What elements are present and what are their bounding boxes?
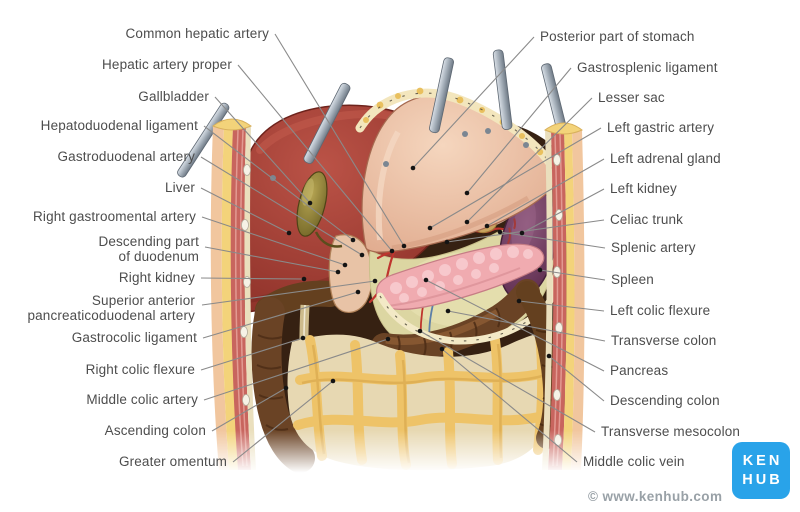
label-posterior-part-of-stomach: Posterior part of stomach — [540, 29, 695, 44]
bottom-fade — [200, 430, 600, 480]
copyright-text: © www.kenhub.com — [588, 489, 723, 504]
label-middle-colic-vein: Middle colic vein — [583, 454, 685, 469]
kenhub-logo: KEN HUB — [732, 442, 790, 499]
label-hepatoduodenal-ligament: Hepatoduodenal ligament — [40, 118, 198, 133]
kenhub-logo-line2: HUB — [742, 471, 783, 488]
label-common-hepatic-artery: Common hepatic artery — [125, 26, 269, 41]
left-abdominal-wall — [210, 118, 256, 470]
right-abdominal-wall — [542, 122, 585, 470]
leader-dots — [283, 165, 552, 391]
label-right-gastroomental-artery: Right gastroomental artery — [33, 209, 196, 224]
label-middle-colic-artery: Middle colic artery — [86, 392, 198, 407]
label-transverse-mesocolon: Transverse mesocolon — [601, 424, 741, 439]
label-pancreas: Pancreas — [610, 363, 669, 378]
label-lesser-sac: Lesser sac — [598, 90, 665, 105]
label-left-gastric-artery: Left gastric artery — [607, 120, 715, 135]
label-ascending-colon: Ascending colon — [104, 423, 206, 438]
label-superior-anterior-pancreaticoduodenal-artery: Superior anterior pancreaticoduodenal ar… — [27, 293, 195, 323]
label-spleen: Spleen — [611, 272, 654, 287]
label-gastrocolic-ligament: Gastrocolic ligament — [71, 330, 197, 345]
retractor-instruments — [177, 49, 570, 181]
label-gallbladder: Gallbladder — [138, 89, 209, 104]
label-celiac-trunk: Celiac trunk — [610, 212, 684, 227]
label-left-adrenal-gland: Left adrenal gland — [610, 151, 721, 166]
label-greater-omentum: Greater omentum — [118, 454, 227, 469]
label-right-colic-flexure: Right colic flexure — [85, 362, 195, 377]
label-descending-colon: Descending colon — [610, 393, 720, 408]
label-right-kidney: Right kidney — [118, 270, 195, 285]
label-splenic-artery: Splenic artery — [611, 240, 696, 255]
label-gastroduodenal-artery: Gastroduodenal artery — [57, 149, 195, 164]
pancreas-region — [375, 243, 545, 310]
label-gastrosplenic-ligament: Gastrosplenic ligament — [577, 60, 718, 75]
leader-lines — [200, 33, 606, 463]
label-descending-part-of-duodenum: Descending part of duodenum — [98, 234, 199, 264]
label-left-kidney: Left kidney — [610, 181, 677, 196]
label-transverse-colon: Transverse colon — [611, 333, 717, 348]
label-liver: Liver — [164, 180, 195, 195]
label-left-colic-flexure: Left colic flexure — [610, 303, 711, 318]
kenhub-logo-line1: KEN — [742, 452, 783, 469]
label-hepatic-artery-proper: Hepatic artery proper — [102, 57, 232, 72]
